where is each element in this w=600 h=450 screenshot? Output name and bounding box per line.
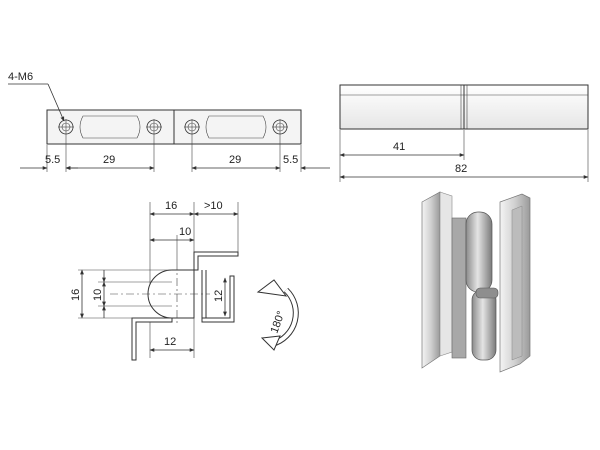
- hinge-leaf-upper: [193, 251, 239, 271]
- mounting-hole: [146, 119, 162, 135]
- plate-recess-left: [79, 115, 141, 139]
- mounting-hole: [184, 119, 200, 135]
- profile-back-face: [439, 191, 453, 357]
- plate-recess-right: [205, 115, 267, 139]
- mounting-hole: [272, 119, 288, 135]
- dim-left-offset: 5.5: [45, 154, 60, 166]
- rotation-arrow-icon: [256, 279, 299, 351]
- mounting-hole: [58, 119, 74, 135]
- thread-callout: 4-M6: [8, 71, 33, 83]
- dim-height-16: 16: [70, 289, 82, 301]
- section-view: 16 >10 10 16 10 12 12 180°: [70, 200, 299, 361]
- dim-right-offset: 5.5: [283, 154, 298, 166]
- profile-left-wall: [421, 191, 441, 369]
- dim-hole-pitch-right: 29: [229, 154, 241, 166]
- dim-gap-min: >10: [204, 200, 223, 212]
- rotation-label: 180°: [269, 310, 288, 335]
- hinge-pin-lower: [471, 289, 497, 361]
- dim-width-16: 16: [165, 200, 177, 212]
- dim-height-10: 10: [92, 289, 104, 301]
- hinge-pin-upper: [465, 211, 493, 293]
- dim-height-12: 12: [213, 290, 225, 302]
- hinge-collar: [475, 287, 499, 299]
- dim-bottom-12: 12: [164, 336, 176, 348]
- dim-total-length: 82: [455, 163, 467, 175]
- hinge-leaf-right: [201, 275, 235, 323]
- profile-right-inner: [511, 205, 523, 361]
- dim-hole-pitch-left: 29: [103, 154, 115, 166]
- barrel-left-half: [339, 84, 465, 130]
- dim-width-10: 10: [179, 226, 191, 238]
- hinge-3d-render: [421, 191, 531, 373]
- barrel-right-half: [463, 84, 589, 130]
- dim-half-length: 41: [393, 141, 405, 153]
- leaf-plate: [451, 217, 467, 359]
- top-view: 4-M6 5.5 29 29 5.5: [8, 71, 330, 172]
- side-view: 41 82: [339, 84, 589, 182]
